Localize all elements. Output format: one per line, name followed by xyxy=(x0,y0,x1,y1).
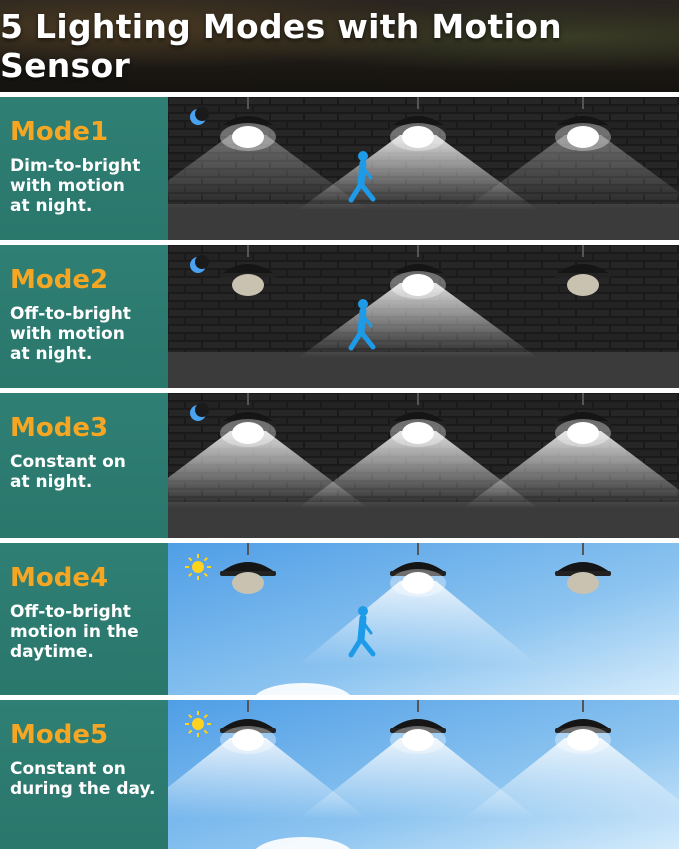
mode-label-panel: Mode5 Constant on during the day. xyxy=(0,700,168,849)
moon-icon xyxy=(190,107,209,125)
mode-title: Mode3 xyxy=(10,413,109,443)
lamp-icon xyxy=(555,97,611,151)
mode-description: Off-to-bright with motion at night. xyxy=(10,304,131,364)
mode-scene xyxy=(168,700,679,849)
scene-illustration xyxy=(168,393,679,538)
scene-illustration xyxy=(168,97,679,240)
lamp-icon xyxy=(555,393,611,447)
mode-scene xyxy=(168,543,679,695)
lamp-icon xyxy=(390,700,446,754)
walking-person-icon xyxy=(348,299,376,351)
lamp-icon xyxy=(220,97,276,151)
light-beam xyxy=(463,135,679,210)
sun-icon xyxy=(185,554,211,580)
moon-icon xyxy=(190,403,209,421)
mode-scene xyxy=(168,393,679,538)
mode-title: Mode5 xyxy=(10,720,109,750)
light-beam xyxy=(463,431,679,508)
mode-description: Off-to-bright motion in the daytime. xyxy=(10,602,139,662)
mode-label-panel: Mode2 Off-to-bright with motion at night… xyxy=(0,245,168,388)
mode-row-1: Mode1 Dim-to-bright with motion at night… xyxy=(0,97,679,240)
lamp-icon xyxy=(390,543,446,597)
mode-scene xyxy=(168,97,679,240)
mode-title: Mode2 xyxy=(10,265,109,295)
header-banner: 5 Lighting Modes with Motion Sensor xyxy=(0,0,679,92)
moon-icon xyxy=(190,255,209,273)
light-beam xyxy=(298,431,538,508)
scene-illustration xyxy=(168,543,679,695)
lamp-icon xyxy=(220,700,276,754)
light-beam xyxy=(168,135,368,210)
mode-label-panel: Mode1 Dim-to-bright with motion at night… xyxy=(0,97,168,240)
mode-label-panel: Mode4 Off-to-bright motion in the daytim… xyxy=(0,543,168,695)
page-title: 5 Lighting Modes with Motion Sensor xyxy=(0,7,562,85)
mode-row-3: Mode3 Constant on at night. xyxy=(0,393,679,538)
cloud xyxy=(255,837,351,849)
scene-illustration xyxy=(168,700,679,849)
mode-description: Constant on during the day. xyxy=(10,759,156,799)
mode-scene xyxy=(168,245,679,388)
mode-row-2: Mode2 Off-to-bright with motion at night… xyxy=(0,245,679,388)
mode-description: Constant on at night. xyxy=(10,452,126,492)
light-beam xyxy=(168,431,368,508)
scene-illustration xyxy=(168,245,679,388)
lamp-icon xyxy=(390,97,446,151)
lamp-icon xyxy=(220,245,276,296)
light-beam xyxy=(298,738,538,819)
mode-label-panel: Mode3 Constant on at night. xyxy=(0,393,168,538)
mode-description: Dim-to-bright with motion at night. xyxy=(10,156,141,216)
lamp-icon xyxy=(390,245,446,299)
light-beam xyxy=(168,738,368,819)
walking-person-icon xyxy=(348,606,376,658)
sun-icon xyxy=(185,711,211,737)
walking-person-icon xyxy=(348,151,376,203)
lamp-icon xyxy=(390,393,446,447)
light-beam xyxy=(463,738,679,819)
lamp-icon xyxy=(555,543,611,594)
lamp-icon xyxy=(220,543,276,594)
lamp-icon xyxy=(220,393,276,447)
lamp-icon xyxy=(555,700,611,754)
mode-title: Mode4 xyxy=(10,563,109,593)
mode-row-4: Mode4 Off-to-bright motion in the daytim… xyxy=(0,543,679,695)
mode-row-5: Mode5 Constant on during the day. xyxy=(0,700,679,849)
lamp-icon xyxy=(555,245,611,296)
mode-title: Mode1 xyxy=(10,117,109,147)
cloud xyxy=(255,683,351,695)
